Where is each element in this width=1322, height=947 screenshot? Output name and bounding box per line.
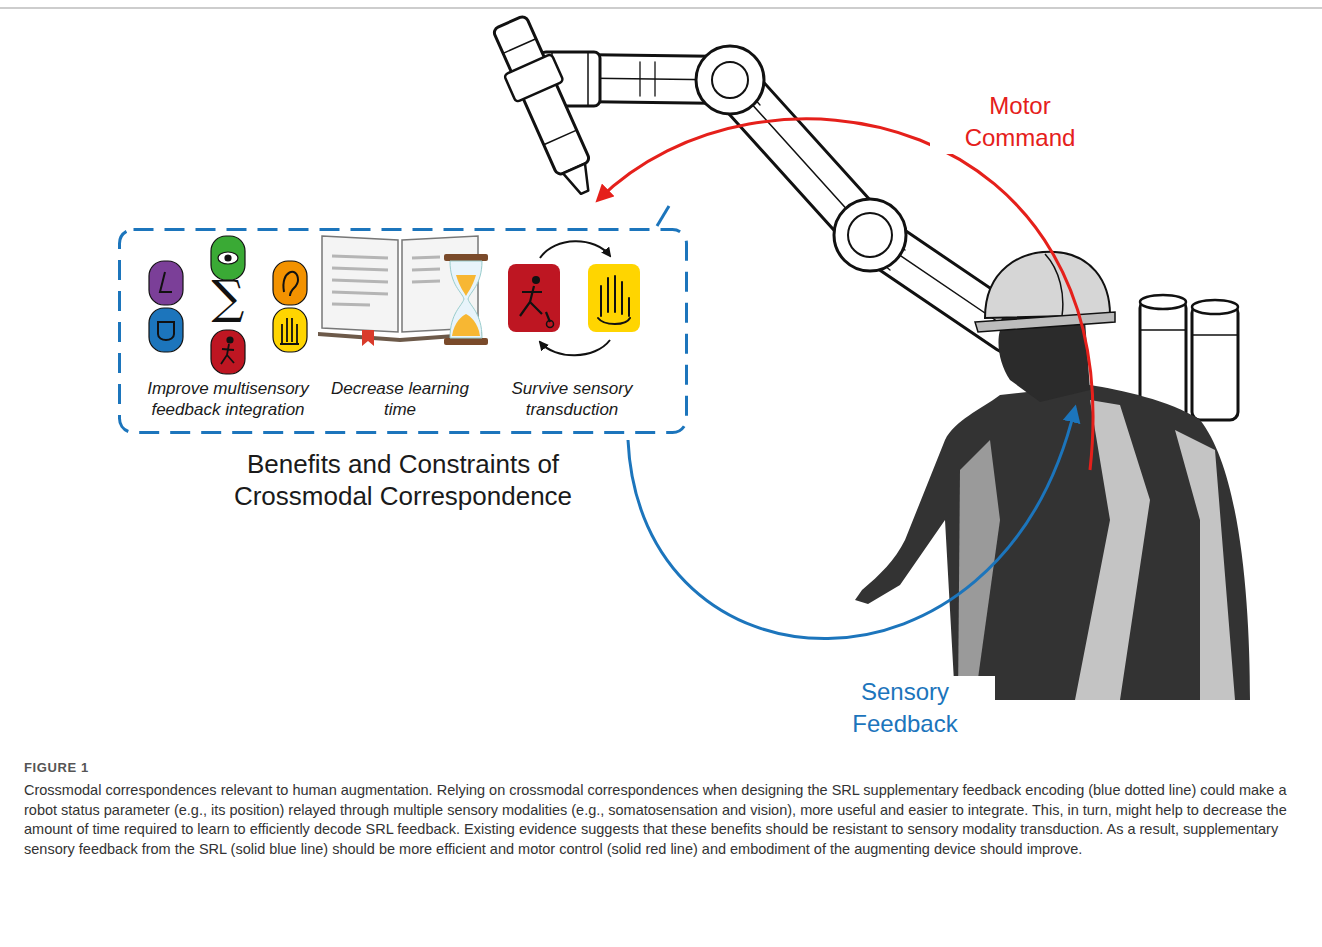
motor-command-arc <box>598 119 1093 470</box>
learning-time-icon <box>318 236 488 346</box>
benefit-item: Improve multisensory feedback integratio… <box>130 378 326 420</box>
sensory-feedback-arc <box>628 408 1075 639</box>
top-rule <box>0 7 1322 9</box>
dashed-group-box: Benefits and Constraints of Crossmodal C… <box>118 228 688 434</box>
motor-command-label: Motor Command <box>930 90 1110 154</box>
robot-arm <box>485 12 1238 420</box>
item-label: Improve multisensory feedback integratio… <box>130 378 326 420</box>
item-label: Decrease learning time <box>318 378 482 420</box>
sum-symbol-box: ∑ <box>206 272 250 322</box>
sensory-feedback-label-box: Sensory Feedback <box>815 676 995 740</box>
figure-title: FIGURE 1 <box>24 760 89 775</box>
item-label: Survive sensory transduction <box>484 378 660 420</box>
leader-line <box>657 206 669 226</box>
figure-caption: Crossmodal correspondences relevant to h… <box>24 781 1300 859</box>
sum-symbol: ∑ <box>212 272 245 322</box>
transduction-icon <box>508 241 640 355</box>
benefit-item: Survive sensory transduction <box>484 378 660 420</box>
group-heading: Benefits and Constraints of Crossmodal C… <box>213 448 593 512</box>
sensory-feedback-label: Sensory Feedback <box>815 676 995 740</box>
multisensory-icon <box>149 236 307 374</box>
dashed-outline-rect <box>120 230 687 433</box>
benefit-item: Decrease learning time <box>318 378 482 420</box>
motor-command-label-box: Motor Command <box>930 90 1110 154</box>
